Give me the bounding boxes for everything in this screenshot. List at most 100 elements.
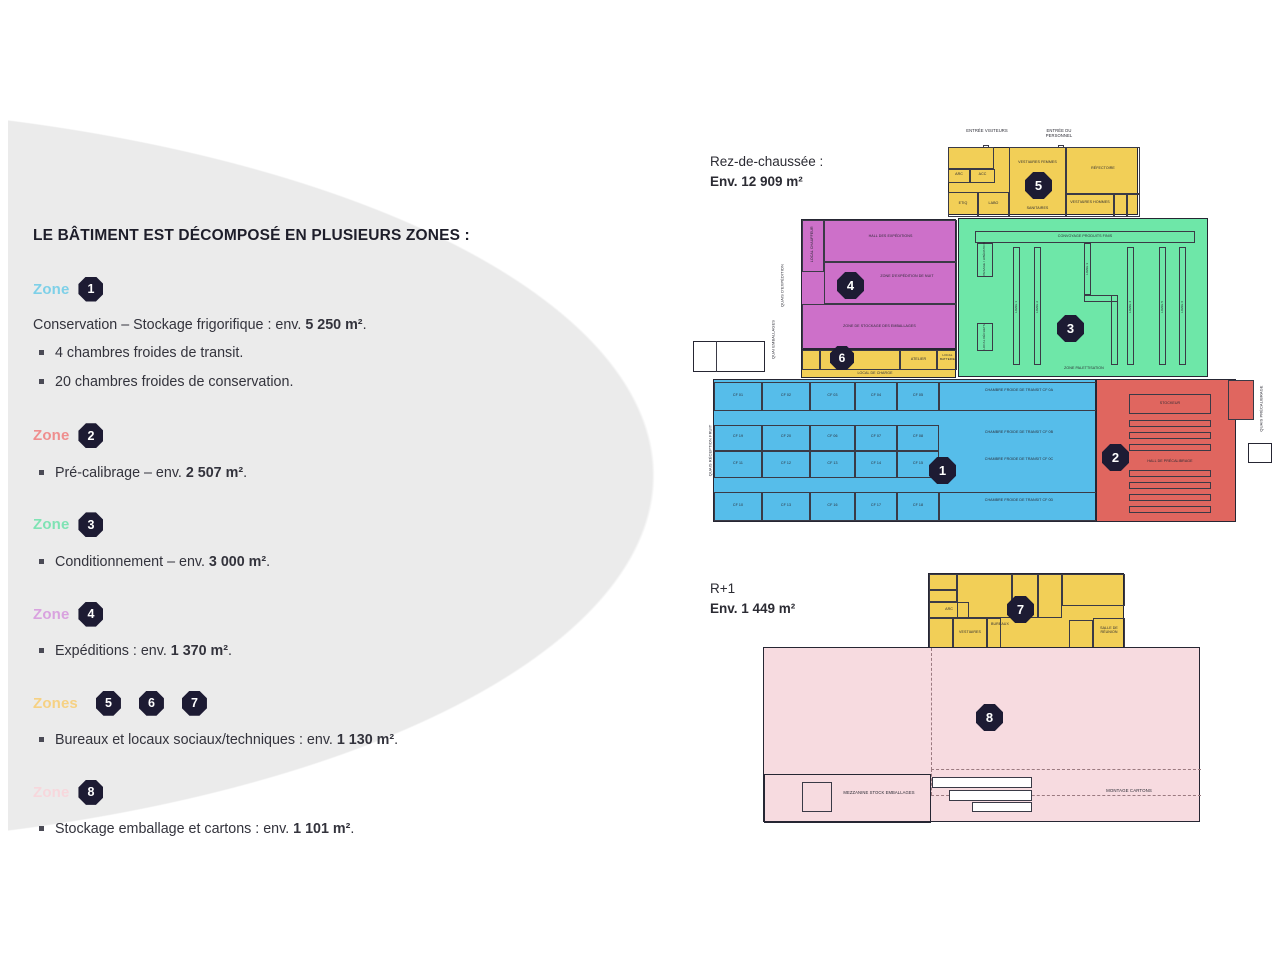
cell-cf18: CF 18 (912, 503, 924, 507)
cell-cf12: CF 12 (780, 461, 792, 465)
room-sanitaires: SANITAIRES (1026, 206, 1049, 210)
room-mezzanine-stock-emballages: MEZZANINE STOCK EMBALLAGES (843, 790, 915, 795)
ground-blue-coldstore-block: CF 01 CF 02 CF 03 CF 04 CF 05 CHAMBRE FR… (713, 379, 1097, 522)
plan-zone-badge-5: 5 (1025, 172, 1052, 199)
room-hall-expeditions: HALL DES EXPÉDITIONS (868, 234, 913, 238)
line-6-label: LIGNE 6 (1180, 300, 1185, 313)
zone-block-2: Zone 2 Pré-calibrage – env. 2 507 m². (33, 423, 593, 484)
cell-cf13: CF 13 (827, 461, 838, 465)
zone-block-1: Zone 1 Conservation – Stockage frigorifi… (33, 276, 593, 393)
room-zone-stockage-emballages: ZONE DE STOCKAGE DES EMBALLAGES (843, 324, 916, 328)
room-zone-expedition-nuit: ZONE D'EXPÉDITION DE NUIT (880, 274, 934, 278)
cell-cf02: CF 02 (780, 393, 792, 397)
zone-2-header: Zone 2 (33, 423, 593, 449)
dock-box-left (693, 341, 765, 372)
zone-1-desc-text: Conservation – Stockage frigorifique : e… (33, 317, 306, 333)
plan-zone-badge-4: 4 (837, 272, 864, 299)
cell-cf15: CF 15 (912, 461, 924, 465)
room-labo: LABO (988, 201, 999, 205)
floor-plans: Rez-de-chaussée : Env. 12 909 m² ENTRÉE … (668, 0, 1280, 960)
room-hall-precalibrage: HALL DE PRÉCALIBRAGE (1147, 459, 1193, 463)
upper-pink-storage-block: MONTAGE CARTONS MEZZANINE STOCK EMBALLAG… (763, 647, 1201, 823)
zone-4-header: Zone 4 (33, 601, 593, 627)
cell-cf03: CF 03 (827, 393, 838, 397)
cell-cf11: CF 11 (733, 461, 743, 465)
zone-8-list: Stockage emballage et cartons : env. 1 1… (33, 818, 593, 840)
cell-cf05: CF 05 (912, 393, 924, 397)
left-text-panel: LE BÂTIMENT EST DÉCOMPOSÉ EN PLUSIEURS Z… (8, 117, 668, 837)
zone-567-word: Zones (33, 694, 78, 712)
zone-3-list: Conditionnement – env. 3 000 m². (33, 551, 593, 573)
plan-zone-badge-2: 2 (1102, 444, 1129, 471)
room-convoyage-produits-finis: CONVOYAGE PRODUITS FINIS (1057, 234, 1113, 238)
zone-3-header: Zone 3 (33, 512, 593, 538)
line-2-label: LIGNE 2 (1035, 300, 1040, 313)
zone-567-header: Zones 5 6 7 (33, 690, 593, 716)
cell-cf01: CF 01 (732, 393, 744, 397)
room-salle-de-reunion: SALLE DE RÉUNION (1100, 626, 1118, 635)
upper-caption-line1: R+1 (710, 581, 736, 596)
zone-4-text: Expéditions : env. (55, 643, 171, 660)
room-arc-upper: ARC (945, 607, 953, 611)
zone-4-area: 1 370 m² (170, 643, 228, 660)
list-item: Pré-calibrage – env. 2 507 m². (33, 462, 593, 484)
dock-box-right (1248, 443, 1272, 463)
room-local-batterie: LOCAL BATTERIE (940, 353, 955, 361)
plan-zone-badge-3: 3 (1057, 315, 1084, 342)
cell-cf04: CF 04 (870, 393, 882, 397)
list-item: Conditionnement – env. 3 000 m². (33, 551, 593, 573)
ground-yellow-social-block: ARC ACC ETIQ LABO VESTIAIRES FEMMES SANI… (948, 147, 1140, 217)
cell-cf17: CF 17 (870, 503, 882, 507)
cell-cf06: CF 06 (827, 434, 838, 438)
list-item: 4 chambres froides de transit. (33, 342, 593, 364)
transit-room-cf0c: CHAMBRE FROIDE DE TRANSIT CF 0C (984, 457, 1054, 461)
upper-caption-line2: Env. 1 449 m² (710, 600, 796, 616)
zone-2-area: 2 507 m² (185, 464, 244, 481)
list-item: 20 chambres froides de conservation. (33, 371, 593, 393)
room-vestiaires-hommes: VESTIAIRES HOMMES (1070, 200, 1110, 204)
cell-cf20: CF 20 (780, 434, 792, 438)
zone-1-desc-area: 5 250 m² (305, 317, 363, 333)
zone-2-word: Zone (33, 427, 70, 445)
zone-block-8: Zone 8 Stockage emballage et cartons : e… (33, 779, 593, 840)
room-arc: ARC (955, 172, 963, 176)
line-3-label: LIGNE 3 (1085, 262, 1090, 275)
cell-cf08: CF 08 (912, 434, 924, 438)
ground-caption-line1: Rez-de-chaussée : (710, 154, 824, 169)
zone-1-description: Conservation – Stockage frigorifique : e… (33, 317, 367, 333)
ground-green-conditioning-block: CONVOYAGE PRODUITS FINIS PESAGE / LIBÉRA… (958, 218, 1208, 377)
cell-cf16: CF 16 (827, 503, 838, 507)
room-zone-palettisation: ZONE PALETTISATION (1064, 366, 1104, 370)
entrance-staff-label: ENTRÉE DU PERSONNEL (1045, 128, 1073, 139)
quay-reception-fruit-label: QUAIS RÉCEPTION FRUIT (707, 424, 713, 477)
line-1-label: LIGNE 1 (1014, 300, 1019, 313)
room-local-de-charge: LOCAL DE CHARGE (857, 371, 893, 375)
zone-4-word: Zone (33, 605, 70, 623)
zone-8-tail: . (350, 821, 355, 838)
zone-1-list: 4 chambres froides de transit. 20 chambr… (33, 342, 593, 392)
zone-567-text: Bureaux et locaux sociaux/techniques : e… (55, 732, 337, 749)
list-item: Expéditions : env. 1 370 m². (33, 640, 593, 662)
room-vestiaires-upper: VESTIAIRES (959, 630, 981, 634)
transit-room-cf0b: CHAMBRE FROIDE DE TRANSIT CF 0B (984, 430, 1054, 434)
cell-cf14: CF 14 (870, 461, 882, 465)
zone-4-tail: . (228, 643, 232, 660)
room-pesage-liberation: PESAGE / LIBÉRATION (982, 242, 987, 276)
room-refectoire: RÉFECTOIRE (1091, 166, 1115, 170)
zone-1-header: Zone 1 (33, 276, 593, 302)
zone-badge-3: 3 (78, 512, 104, 538)
ground-yellow-atelier-block: ATELIER LOCAL BATTERIE LOCAL DE CHARGE 6 (801, 346, 957, 378)
zone-badge-2: 2 (78, 423, 104, 449)
zone-567-tail: . (394, 732, 399, 749)
ground-red-precalibrage-block: STOCKEUR HALL DE PRÉCALIBRAGE 2 (1096, 379, 1254, 522)
list-item: Bureaux et locaux sociaux/techniques : e… (33, 729, 593, 751)
ground-purple-expedition-block: LOCAL CHAUFFEUR HALL DES EXPÉDITIONS ZON… (801, 219, 957, 350)
ground-caption-line2: Env. 12 909 m² (710, 173, 803, 189)
zone-1-word: Zone (33, 280, 70, 298)
line-5-label: LIGNE 5 (1160, 300, 1165, 313)
room-bureaux: BUREAUX (991, 622, 1009, 626)
zone-3-word: Zone (33, 516, 70, 534)
zone-block-3: Zone 3 Conditionnement – env. 3 000 m². (33, 512, 593, 573)
zone-badge-1: 1 (78, 276, 104, 302)
zone-567-area: 1 130 m² (336, 732, 395, 749)
